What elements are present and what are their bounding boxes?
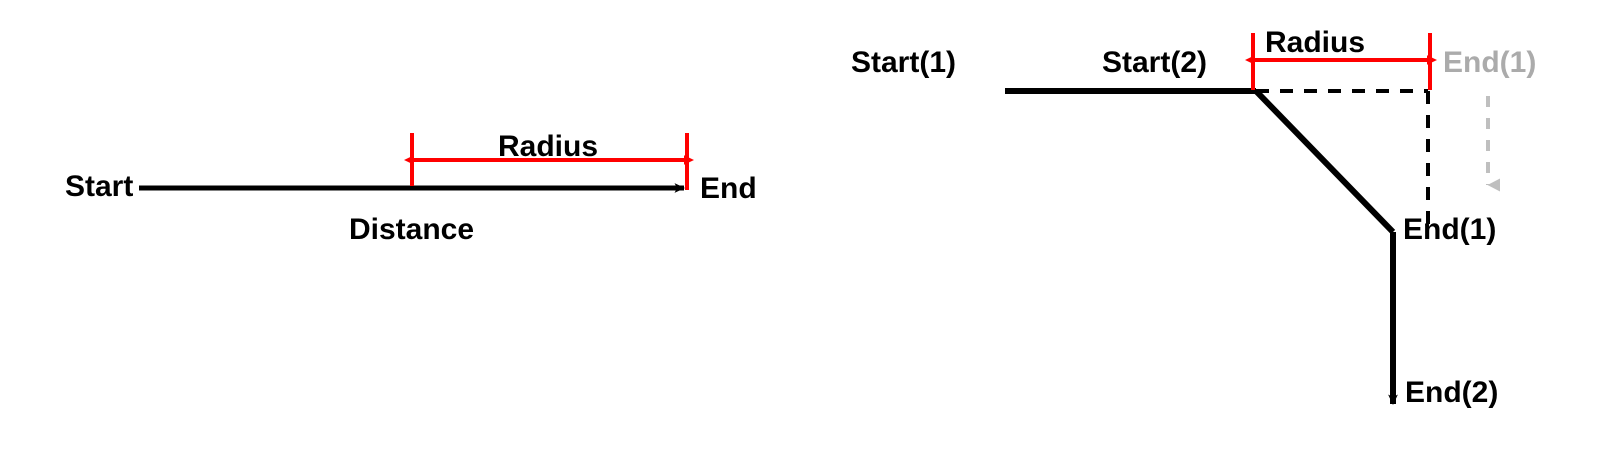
left-panel-group bbox=[139, 133, 694, 193]
label-start: Start bbox=[65, 170, 133, 203]
label-radius-right: Radius bbox=[1265, 26, 1365, 59]
label-radius-left: Radius bbox=[498, 130, 598, 163]
label-distance: Distance bbox=[349, 213, 474, 246]
label-end-1: End(1) bbox=[1403, 213, 1496, 246]
right-panel-group bbox=[1005, 33, 1500, 405]
label-start-2: Start(2) bbox=[1102, 46, 1207, 79]
label-start-1: Start(1) bbox=[851, 46, 956, 79]
label-end-2: End(2) bbox=[1405, 376, 1498, 409]
label-end-1-ghost: End(1) bbox=[1443, 46, 1536, 79]
label-end: End bbox=[700, 172, 757, 205]
diagonal-path-segment bbox=[1253, 88, 1396, 235]
